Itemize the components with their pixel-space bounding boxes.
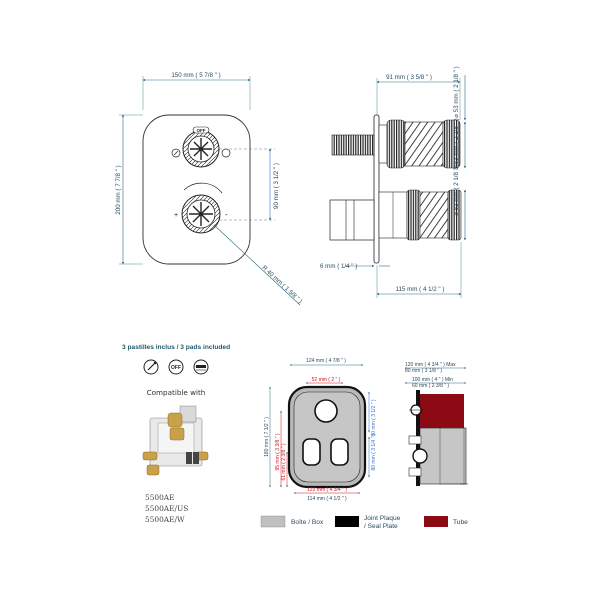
box-right-upper-label: 80 mm ( 3 1/2 " )	[371, 399, 377, 436]
front-radius-label: R 40 mm ( 1 5/8 " )	[261, 264, 304, 305]
legend-seal-label-1: Joint Plaque	[364, 515, 401, 522]
side-view: 91 mm ( 3 5/8 " ) ⌀ 53 mm ( 2 1/8 " ) ⌀ …	[320, 66, 467, 298]
svg-text:OFF: OFF	[197, 128, 206, 133]
legend-box-label: Boîte / Box	[291, 519, 324, 526]
pads-section: 3 pastilles inclus / 3 pads included OFF…	[122, 344, 230, 524]
legend: Boîte / Box Joint Plaque / Seal Plate Tu…	[260, 515, 468, 530]
box-top-label: 124 mm ( 4 7/8 " )	[306, 358, 346, 364]
shower-icon	[193, 359, 209, 375]
box-left-height-label: 180 mm ( 7 1/2 " )	[264, 417, 270, 457]
box-low-left-label: 61 mm ( 2 3/8 " )	[281, 443, 287, 480]
box-front-view: 124 mm ( 4 7/8 " ) 52 mm ( 2 " ) 180 mm …	[264, 358, 377, 502]
side-diameter-top-label: ⌀ 53 mm ( 2 1/8 " )	[453, 66, 460, 117]
valve-body-image	[142, 405, 209, 476]
compatible-with-label: Compatible with	[147, 388, 206, 397]
svg-text:-: -	[225, 210, 228, 219]
model-2: 5500AE/US	[145, 504, 188, 513]
front-height-label: 200 mm ( 7 7/8 " )	[115, 165, 122, 214]
legend-seal-swatch	[335, 516, 359, 527]
svg-text:+: +	[174, 212, 178, 219]
model-3: 5500AE/W	[145, 515, 185, 524]
side-diameter-bottom-label: ⌀ 53 mm ( 2 1/8 " )	[453, 164, 460, 215]
box-side-r2: 80 mm ( 3 1/8 " )	[405, 368, 442, 374]
box-inner-top-label: 52 mm ( 2 " )	[312, 377, 341, 383]
side-plate	[373, 114, 380, 264]
side-depth-bottom-label: 115 mm ( 4 1/2 " )	[396, 286, 445, 293]
legend-tube-swatch	[424, 516, 448, 527]
pads-note: 3 pastilles inclus / 3 pads included	[122, 344, 230, 351]
side-plate-label: 6 mm ( 1/4 " )	[320, 263, 357, 270]
box-mid-left-label: 95 mm ( 3 3/8 " )	[275, 433, 281, 470]
box-right-lower-label: 80 mm ( 3 1/4 " )	[371, 433, 377, 470]
side-depth-top-label: 91 mm ( 3 5/8 " )	[386, 74, 432, 81]
front-view: 150 mm ( 5 7/8 " ) 200 mm ( 7 7/8 " ) OF…	[115, 72, 304, 306]
box-side-r1: 120 mm ( 4 3/4 " ) Max	[405, 362, 456, 368]
side-diameter-mid-label: ⌀ 53 mm ( 2 1/8 " )	[453, 118, 460, 169]
legend-tube-label: Tube	[453, 519, 468, 526]
legend-box-swatch	[260, 515, 286, 528]
box-bottom-inner-label: 122 mm ( 4 3/4 " )	[307, 487, 347, 493]
svg-text:OFF: OFF	[171, 365, 181, 371]
model-1: 5500AE	[145, 493, 175, 502]
box-bottom-outer-label: 114 mm ( 4 1/2 " )	[307, 496, 347, 502]
front-width-label: 150 mm ( 5 7/8 " )	[171, 72, 220, 79]
off-icon: OFF	[168, 359, 184, 375]
box-side-r3: 100 mm ( 4 " ) Min	[412, 377, 453, 383]
thermostat-icon	[143, 359, 159, 375]
legend-seal-label-2: / Seal Plate	[364, 523, 398, 530]
box-upper-port	[314, 399, 338, 423]
front-spacing-label: 90 mm ( 3 1/2 " )	[273, 163, 280, 209]
box-side-view: 120 mm ( 4 3/4 " ) Max 80 mm ( 3 1/8 " )…	[404, 362, 468, 486]
lower-handle: + -	[174, 182, 228, 234]
box-side-r4: 60 mm ( 2 3/8 " )	[412, 383, 449, 389]
